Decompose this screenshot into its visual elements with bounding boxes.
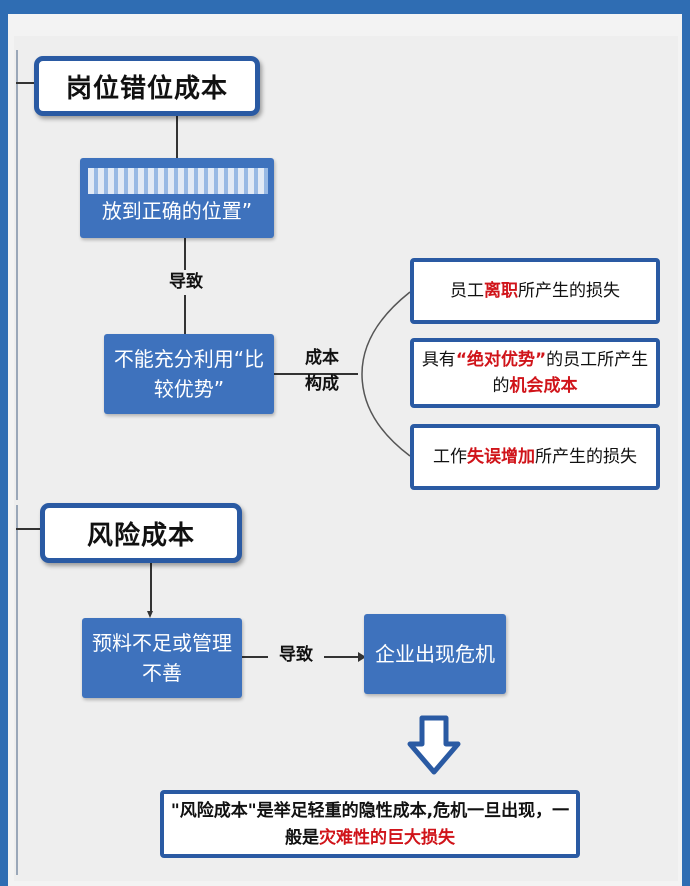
section1-guide-tick <box>16 82 38 84</box>
blurred-text-area <box>88 168 268 194</box>
composition-label-1: 成本 <box>305 348 339 368</box>
section2-connector-label: 导致 <box>268 643 324 668</box>
arrowhead-2 <box>147 611 153 618</box>
section1-connector-label: 导致 <box>158 270 214 295</box>
section1-step2-box: 不能充分利用“比较优势” <box>104 334 274 414</box>
cost-item-highlight: 失误增加 <box>467 447 535 467</box>
cost-item-segment: 具有 <box>421 350 456 370</box>
cost-item-text: 具有“绝对优势”的员工所产生的机会成本 <box>418 347 652 399</box>
section2-step2-text: 企业出现危机 <box>375 642 495 666</box>
cost-item: 具有“绝对优势”的员工所产生的机会成本 <box>410 338 660 408</box>
cost-item-highlight: 机会成本 <box>509 376 578 396</box>
frame-left <box>0 0 8 886</box>
frame-right <box>682 0 690 886</box>
cost-item-segment: 工作 <box>433 447 467 467</box>
cost-item-segment: 的员工所产生的 <box>492 350 649 396</box>
section1-step2-text: 不能充分利用“比较优势” <box>113 347 265 401</box>
connector-title2-step1 <box>150 553 152 611</box>
conclusion-highlight: 灾难性的巨大损失 <box>319 828 455 848</box>
frame-top <box>0 0 690 14</box>
cost-item-segment: 所产生的损失 <box>518 281 620 301</box>
brace-curve <box>361 291 411 457</box>
section2-guide-line <box>16 505 18 875</box>
cost-item-highlight: 离职 <box>484 281 518 301</box>
section1-title: 岗位错位成本 <box>34 56 260 116</box>
conclusion-text: "风险成本"是举足轻重的隐性成本,危机一旦出现，一般是灾难性的巨大损失 <box>171 801 569 848</box>
conclusion-box: "风险成本"是举足轻重的隐性成本,危机一旦出现，一般是灾难性的巨大损失 <box>160 790 580 858</box>
connector-title1-step1 <box>176 106 178 158</box>
section2-step1-box: 预料不足或管理不善 <box>82 618 242 698</box>
conclusion-segment: "风险成本"是举足轻重的隐性成本,危机一旦出现，一般是 <box>170 801 570 848</box>
cost-item-segment: 所产生的损失 <box>535 447 637 467</box>
cost-item: 工作失误增加所产生的损失 <box>410 424 660 490</box>
hollow-down-arrow-icon <box>407 715 461 775</box>
cost-item-highlight: “绝对优势” <box>455 350 547 370</box>
section2-title: 风险成本 <box>40 503 242 563</box>
section2-step1-text: 预料不足或管理不善 <box>92 631 232 685</box>
section1-guide-line <box>16 50 18 500</box>
cost-item: 员工离职所产生的损失 <box>410 258 660 324</box>
cost-item-text: 员工离职所产生的损失 <box>450 278 620 304</box>
cost-item-segment: 员工 <box>450 281 484 301</box>
cost-item-text: 工作失误增加所产生的损失 <box>433 444 637 470</box>
section2-step2-box: 企业出现危机 <box>364 614 506 694</box>
section2-guide-tick <box>16 528 42 530</box>
section1-step1-text: 放到正确的位置” <box>101 199 253 223</box>
composition-label-2: 构成 <box>305 374 339 394</box>
arrowhead-3 <box>358 652 366 662</box>
